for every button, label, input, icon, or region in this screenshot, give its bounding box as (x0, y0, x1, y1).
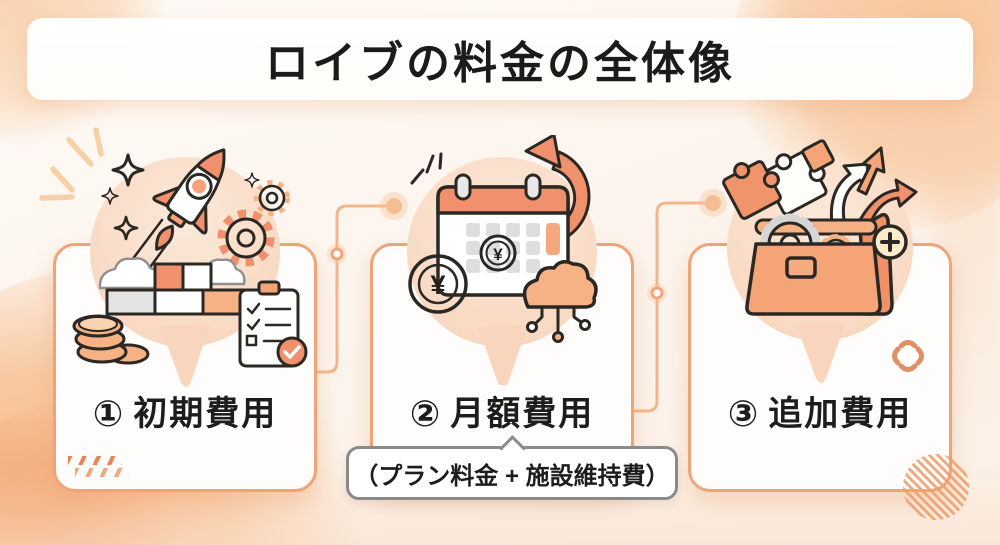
monthly-cost-note-text: （プラン料金 + 施設維持費） (354, 462, 670, 490)
card-monthly-cost-label: ② 月額費用 (373, 396, 631, 432)
number-badge-1: ① (92, 393, 124, 434)
connector-endpoint-dot-2 (699, 189, 727, 217)
card-additional-cost-label: ③ 追加費用 (691, 396, 949, 432)
card-monthly-cost-text: 月額費用 (450, 395, 595, 433)
number-badge-2: ② (409, 393, 441, 434)
connector-line-2 (633, 201, 709, 413)
card-additional-cost-text: 追加費用 (768, 395, 913, 433)
card-initial-cost: ① 初期費用 (53, 243, 317, 492)
card-additional-cost: ③ 追加費用 (688, 243, 952, 492)
monthly-cost-note: （プラン料金 + 施設維持費） (346, 446, 678, 500)
title-card: ロイブの料金の全体像 (27, 18, 973, 100)
connector-node-2 (647, 283, 667, 303)
number-badge-3: ③ (727, 393, 759, 434)
page-title: ロイブの料金の全体像 (265, 39, 735, 88)
card-initial-cost-text: 初期費用 (133, 395, 278, 433)
connector-node-1 (327, 244, 347, 264)
card-initial-cost-label: ① 初期費用 (56, 396, 314, 432)
connector-endpoint-dot-1 (380, 192, 408, 220)
